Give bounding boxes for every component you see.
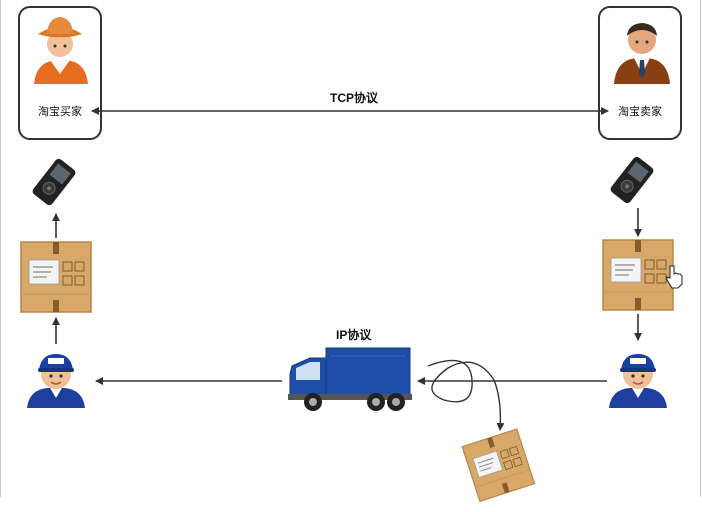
frame-left-border — [0, 0, 1, 497]
tcp-protocol-label: TCP协议 — [330, 91, 379, 105]
seller-avatar-icon — [614, 23, 670, 84]
buyer-avatar-icon — [34, 17, 88, 84]
ip-protocol-label: IP协议 — [336, 328, 372, 342]
frame-right-border — [700, 0, 701, 497]
seller-side-parcel-icon — [602, 239, 674, 311]
hand-cursor-icon — [666, 265, 683, 289]
seller-label: 淘宝卖家 — [618, 106, 662, 118]
seller-phone-icon — [608, 154, 656, 206]
truck-icon — [288, 347, 412, 411]
seller-side-courier-icon — [608, 353, 668, 409]
lost-packet-path — [427, 359, 505, 431]
buyer-phone-icon — [30, 156, 78, 208]
buyer-side-parcel-icon — [20, 241, 92, 313]
lost-parcel-icon — [461, 428, 536, 502]
buyer-side-courier-icon — [26, 353, 86, 409]
buyer-label: 淘宝买家 — [38, 106, 82, 118]
